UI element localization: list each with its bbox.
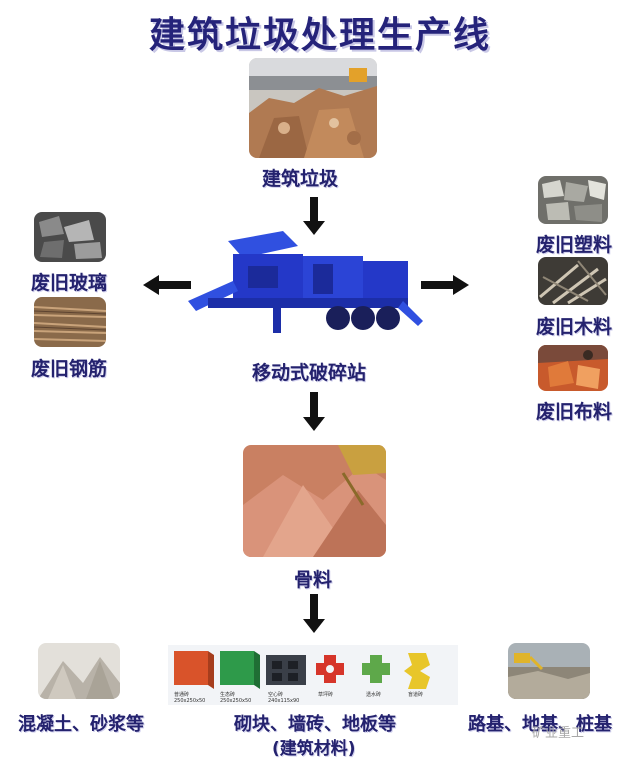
waste-rebar-label: 废旧钢筋 (31, 358, 108, 380)
brick-size-1: 250x250x50 (220, 698, 252, 704)
arrow-head-down-3 (303, 619, 325, 633)
brick-caption-0: 普通砖 (174, 692, 190, 698)
brick-size-0: 250x250x50 (174, 698, 206, 704)
waste-glass-photo (34, 212, 106, 262)
building-materials-sublabel: (建筑材料) (272, 739, 356, 759)
brick-caption-4: 透水砖 (366, 692, 382, 698)
brick-size-2: 240x115x90 (268, 698, 300, 704)
arrow-left-icon (143, 275, 191, 295)
concrete-mortar-photo (38, 643, 120, 699)
watermark: 矿业重工 (532, 726, 585, 741)
arrow-down-1 (310, 197, 318, 222)
arrow-right-icon (421, 275, 469, 295)
brick-caption-5: 盲道砖 (408, 692, 424, 698)
page-title: 建筑垃圾处理生产线 (148, 15, 491, 56)
brick-caption-1: 生态砖 (220, 692, 236, 698)
roadbed-foundation-label: 路基、地基、桩基 (468, 714, 612, 735)
aggregate-label: 骨料 (294, 569, 333, 591)
aggregate-photo (243, 445, 386, 557)
construction-waste-label: 建筑垃圾 (262, 168, 339, 190)
waste-wood-photo (538, 257, 608, 305)
arrow-down-2 (310, 392, 318, 418)
waste-fabric-label: 废旧布料 (536, 401, 613, 423)
building-materials-label: 砌块、墙砖、地板等 (234, 714, 396, 735)
mobile-crusher-label: 移动式破碎站 (252, 362, 367, 384)
waste-plastic-photo (538, 176, 608, 224)
waste-plastic-label: 废旧塑料 (536, 234, 613, 256)
mobile-crusher-illustration (188, 226, 423, 341)
waste-rebar-photo (34, 297, 106, 347)
building-blocks-illustration: 普通砖 生态砖 空心砖 草坪砖 透水砖 盲道砖 250x250x50 250x2… (168, 645, 458, 705)
waste-wood-label: 废旧木料 (536, 316, 613, 338)
brick-caption-2: 空心砖 (268, 692, 284, 698)
waste-glass-label: 废旧玻璃 (31, 272, 108, 294)
construction-waste-photo (249, 58, 377, 158)
arrow-down-3 (310, 594, 318, 620)
arrow-head-down-2 (303, 417, 325, 431)
arrow-head-down-1 (303, 221, 325, 235)
waste-fabric-photo (538, 345, 608, 391)
roadbed-foundation-photo (508, 643, 590, 699)
brick-caption-3: 草坪砖 (318, 692, 334, 698)
concrete-mortar-label: 混凝土、砂浆等 (18, 714, 144, 735)
